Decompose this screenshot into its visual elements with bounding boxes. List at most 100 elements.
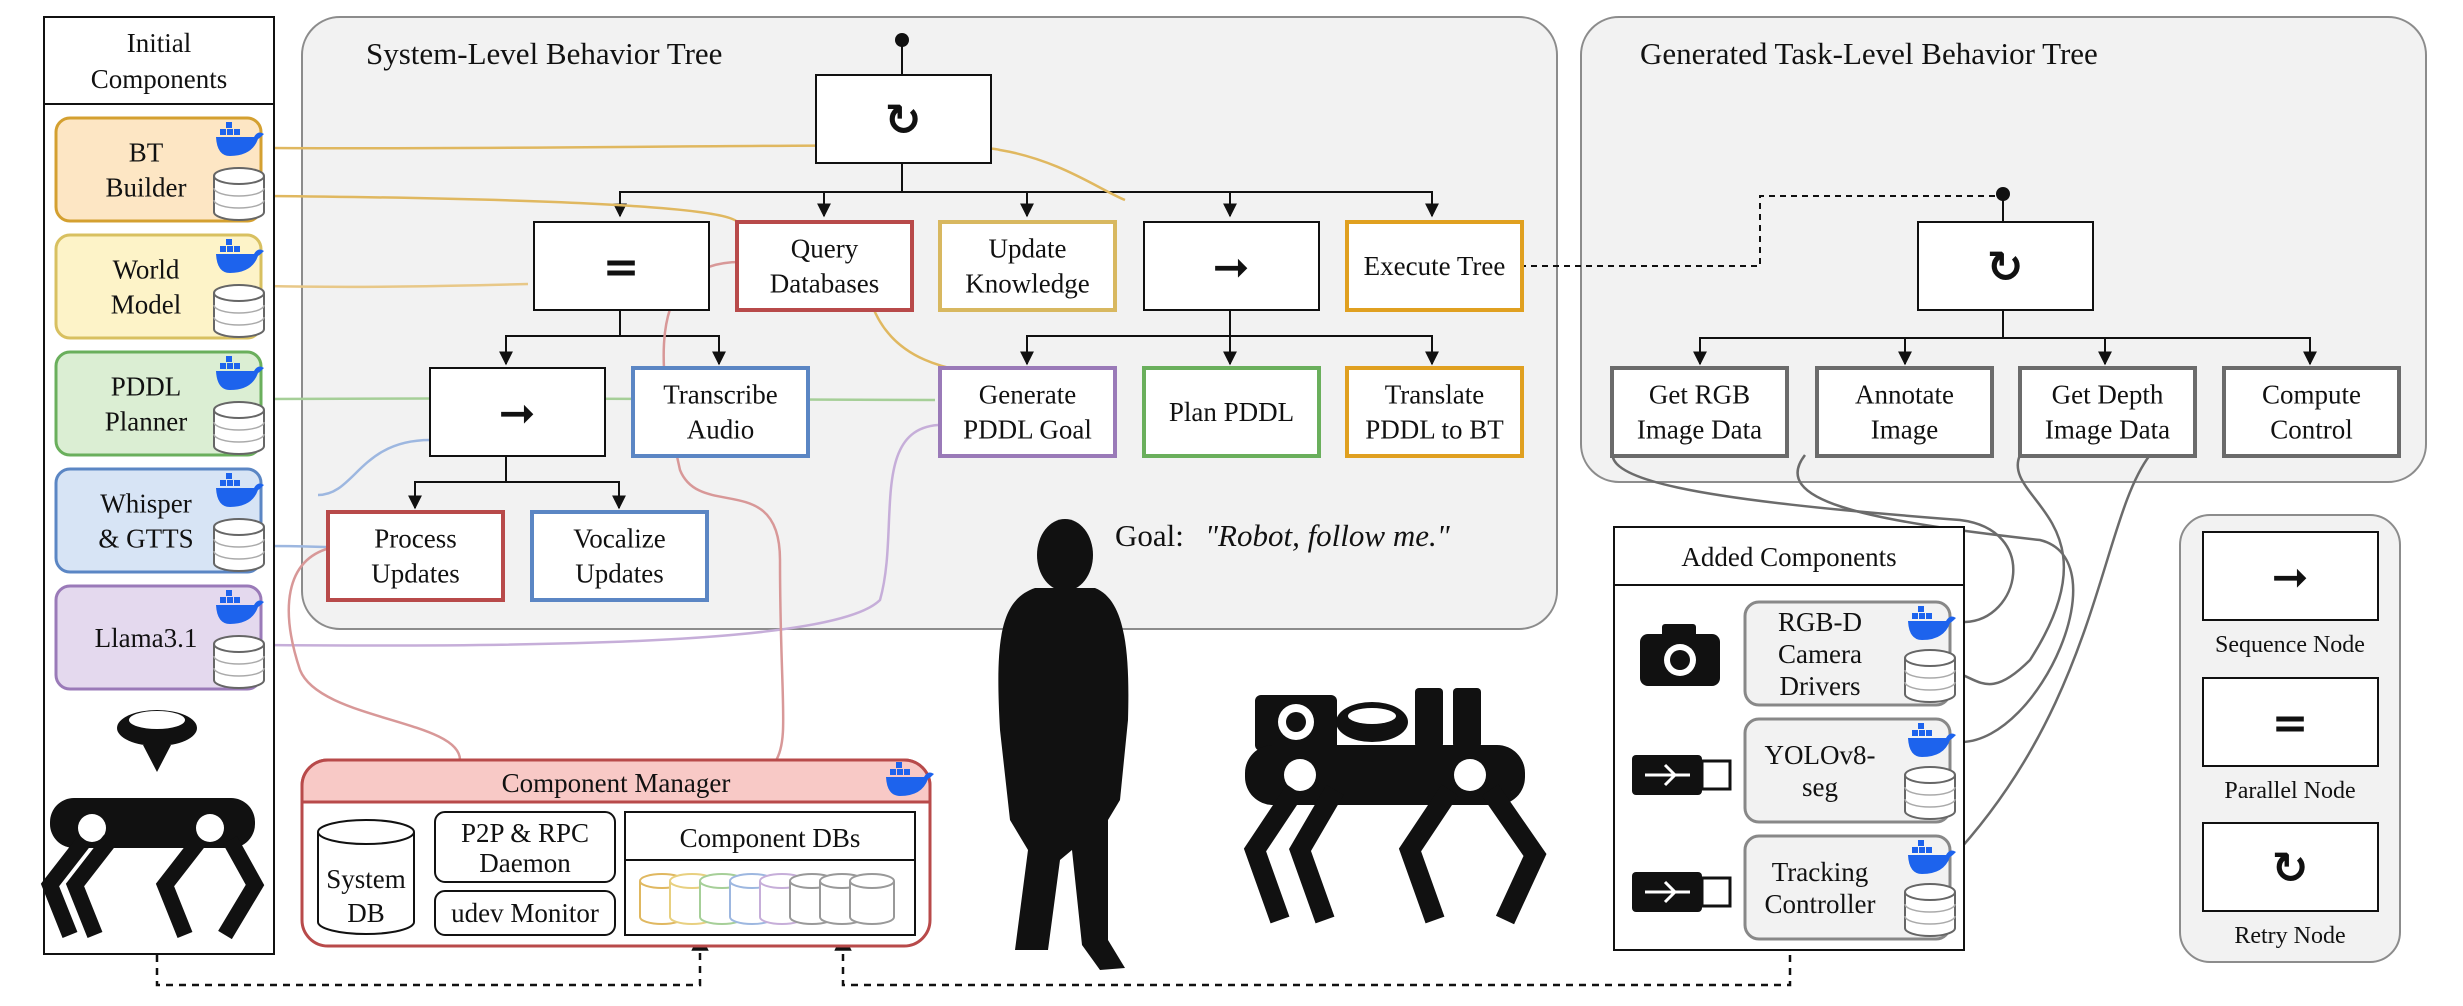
annotate-image-node-line-2: Image [1871,415,1938,445]
compute-control-node-line-2: Control [2270,415,2353,445]
update-knowledge-node-line-1: Update [989,234,1067,264]
initial-component-2-label-line-1: World [113,255,180,285]
system-db-label-1: System [326,864,406,894]
translate-pddl-node-line-1: Translate [1385,380,1485,410]
query-databases-node-line-1: Query [791,234,859,264]
component-dbs-title: Component DBs [680,823,861,853]
added-components-list: RGB-DCameraDriversYOLOv8-segTrackingCont… [1632,600,1956,941]
update-knowledge-node-line-2: Knowledge [965,269,1089,299]
added-component-1-label-line-1: RGB-D [1778,607,1862,637]
initial-component-1: BT Builder [54,116,265,223]
task-tree-edges [1693,196,2317,366]
component-manager-title: Component Manager [502,768,731,798]
usb-icon [1632,755,1732,795]
person-silhouette-icon [998,519,1129,970]
initial-component-3-label-line-2: Planner [105,407,187,437]
system-tree-edges [408,42,1439,510]
initial-components-title-2: Components [91,64,228,94]
system-db-label-2: DB [347,898,385,928]
task-tree-title: Generated Task-Level Behavior Tree [1640,36,2098,71]
parallel-node-symbol: = [603,242,640,293]
goal-prefix: Goal: [1115,518,1184,553]
sequence-node-audio-symbol: ➞ [499,388,536,439]
retry-node: ↻ [815,74,992,164]
behavior-tree-nodes: ↻=➞➞↻QueryDatabasesUpdateKnowledgeExecut… [326,74,2401,602]
generate-pddl-goal-node-line-2: PDDL Goal [963,415,1092,445]
legend-parallel-icon: = [2272,698,2309,749]
initial-component-1-label-line-1: BT [129,138,164,168]
parallel-node: = [533,221,710,311]
initial-component-1-label-line-2: Builder [106,173,187,203]
initial-component-5: Llama3.1 [54,584,265,691]
database-icon [213,284,265,338]
database-icon [213,635,265,689]
sequence-node-top: ➞ [1143,221,1320,311]
annotate-image-node-line-1: Annotate [1855,380,1954,410]
execute-tree-node-line-1: Execute Tree [1364,251,1506,281]
added-component-3-label-line-1: Tracking [1772,857,1869,887]
plan-pddl-node: Plan PDDL [1142,366,1321,458]
legend: ➞ Sequence Node = Parallel Node ↻ Retry … [2179,514,2401,963]
added-component-1-label-line-2: Camera [1778,639,1862,669]
database-icon [1904,883,1956,937]
legend-sequence-icon: ➞ [2272,552,2309,603]
initial-component-4: Whisper & GTTS [54,467,265,574]
goal-quote: "Robot, follow me." [1205,518,1451,553]
transcribe-audio-node-line-2: Audio [687,415,755,445]
compute-control-node-line-1: Compute [2262,380,2361,410]
usb-icon [1632,872,1732,912]
added-component-2-label-line-2: seg [1802,772,1838,802]
robot-dog-with-hardware-icon [1243,688,1547,925]
sequence-node-audio: ➞ [429,367,606,457]
get-depth-node-line-2: Image Data [2045,415,2170,445]
vocalize-updates-node-line-2: Updates [575,559,663,589]
vocalize-updates-node-line-1: Vocalize [573,524,665,554]
legend-sequence-label: Sequence Node [2215,632,2365,658]
execute-tree-link [1520,195,2003,267]
legend-parallel-label: Parallel Node [2224,778,2355,804]
retry-node-symbol: ↻ [885,95,922,146]
udev-monitor-label: udev Monitor [451,898,599,928]
initial-component-3-label-line-1: PDDL [111,372,182,402]
legend-retry-label: Retry Node [2234,923,2345,949]
system-tree-title: System-Level Behavior Tree [366,36,722,71]
added-component-3-label-line-2: Controller [1765,889,1876,919]
initial-component-3: PDDL Planner [54,350,265,457]
component-db-icon [849,873,895,925]
transcribe-audio-node-line-1: Transcribe [663,380,778,410]
database-icon [213,401,265,455]
process-updates-node-line-1: Process [374,524,457,554]
component-dbs-stack [639,873,895,925]
database-icon [1904,649,1956,703]
added-components-title: Added Components [1681,542,1896,572]
get-depth-node-line-1: Get Depth [2052,380,2164,410]
sequence-node-top-symbol: ➞ [1213,242,1250,293]
query-databases-node-line-2: Databases [770,269,879,299]
database-icon [213,518,265,572]
bottom-links [155,933,1792,987]
system-tree-panel [301,16,1558,630]
camera-icon [1640,624,1720,686]
added-component-2-label-line-1: YOLOv8- [1765,740,1876,770]
initial-component-4-label-line-1: Whisper [100,489,191,519]
get-rgb-node-line-2: Image Data [1637,415,1762,445]
initial-component-4-label-line-2: & GTTS [98,524,193,554]
component-links [259,144,1126,763]
daemon-label-1: P2P & RPC [461,818,589,848]
database-icon [1904,766,1956,820]
added-component-2: YOLOv8-seg [1632,717,1956,824]
